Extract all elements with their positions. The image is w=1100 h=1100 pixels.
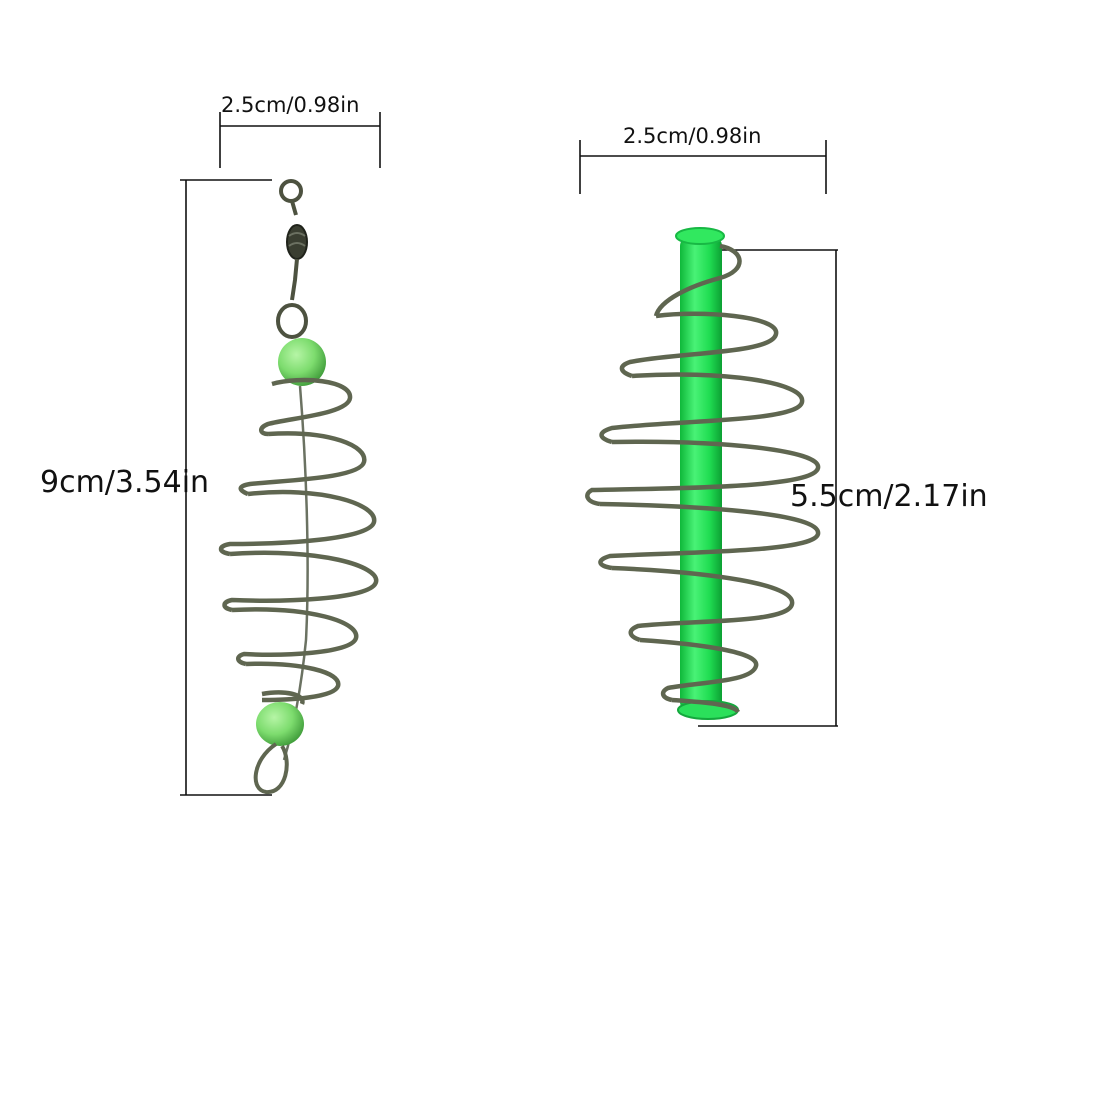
coil <box>231 607 359 667</box>
left-length-dimension <box>180 179 272 796</box>
right-length-label: 5.5cm/2.17in <box>790 479 988 514</box>
coil <box>218 489 377 557</box>
green-bead-bottom <box>256 702 304 746</box>
coil <box>259 377 353 437</box>
coil <box>222 550 379 613</box>
green-tube <box>680 236 722 712</box>
coil <box>619 311 779 379</box>
coil <box>653 243 742 317</box>
left-width-dimension <box>219 112 381 168</box>
coil <box>639 637 759 703</box>
coil <box>671 697 741 714</box>
spring-coils <box>585 243 821 714</box>
coil <box>598 501 821 571</box>
swivel-wire <box>290 258 299 301</box>
coil <box>611 565 795 643</box>
swivel-eye-top <box>279 179 303 203</box>
left-length-label: 9cm/3.54in <box>40 465 210 500</box>
coil <box>261 690 305 705</box>
swivel-wire <box>290 200 298 216</box>
swivel-eye-bottom <box>276 303 308 339</box>
right-width-label: 2.5cm/0.98in <box>623 124 762 148</box>
coil <box>245 661 341 703</box>
coil <box>599 372 805 445</box>
coil <box>238 431 367 497</box>
swivel-highlight <box>288 232 306 247</box>
spiral-feeder-with-swivel <box>218 179 379 794</box>
spiral-feeder-with-tube <box>585 227 821 720</box>
spring-coils <box>218 377 379 705</box>
left-width-label: 2.5cm/0.98in <box>221 93 360 117</box>
coil <box>585 439 821 507</box>
right-width-dimension <box>579 140 827 194</box>
tube-top-cap <box>675 227 725 245</box>
bottom-loop <box>253 742 289 794</box>
green-bead-top <box>278 338 326 386</box>
